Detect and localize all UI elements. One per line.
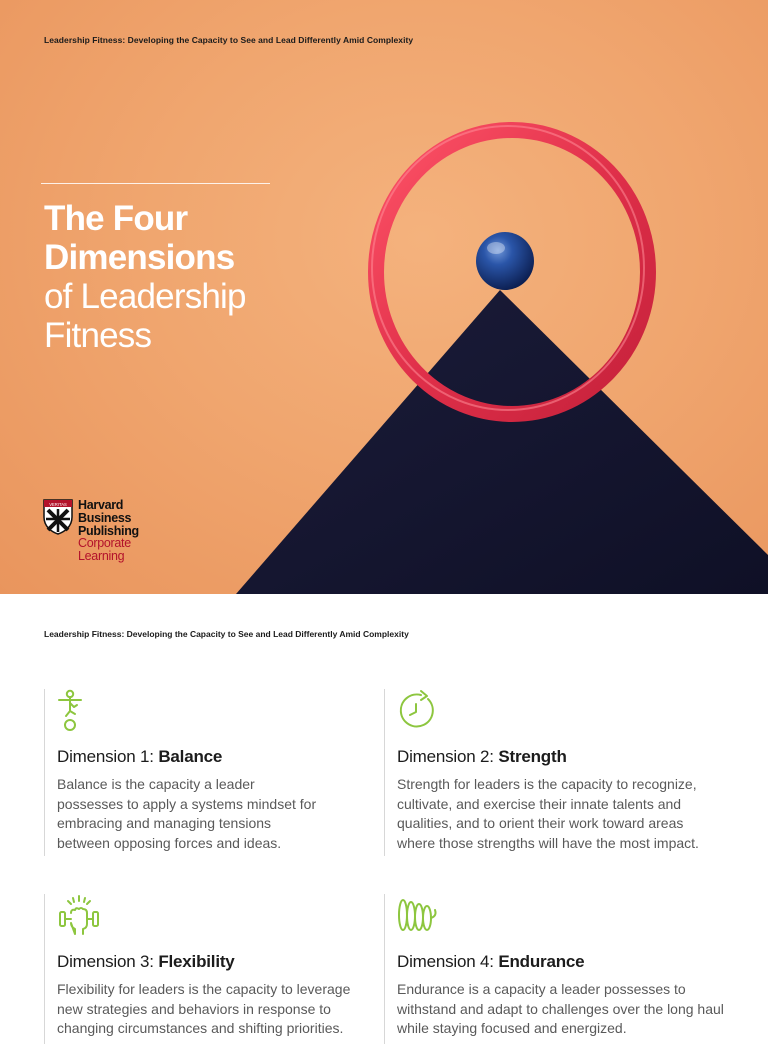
dimension-title: Dimension 3: Flexibility: [57, 952, 354, 972]
dimension-name: Endurance: [498, 952, 585, 971]
dimension-description: Strength for leaders is the capacity to …: [397, 776, 699, 851]
harvard-shield-icon: VERITAS: [43, 499, 73, 535]
logo-line-3: Publishing: [78, 523, 139, 538]
title-line-1: The Four: [44, 199, 188, 238]
ball-shape: [476, 232, 534, 290]
dimension-card-balance: Dimension 1: Balance Balance is the capa…: [44, 689, 324, 856]
dimension-description: Flexibility for leaders is the capacity …: [57, 981, 351, 1037]
clock-arrow-icon: [397, 689, 724, 735]
dimension-card-endurance: Dimension 4: Endurance Endurance is a ca…: [384, 894, 724, 1044]
pyramid-shape: [236, 290, 768, 594]
dimension-title: Dimension 1: Balance: [57, 747, 324, 767]
dimension-description: Balance is the capacity a leader possess…: [57, 776, 317, 851]
dimension-name: Flexibility: [158, 952, 235, 971]
title-divider: [41, 183, 270, 184]
cover-header: Leadership Fitness: Developing the Capac…: [44, 35, 414, 45]
shield-text: VERITAS: [49, 502, 67, 507]
page2-header: Leadership Fitness: Developing the Capac…: [44, 629, 409, 639]
dimension-name: Balance: [158, 747, 223, 766]
dimension-title: Dimension 4: Endurance: [397, 952, 724, 972]
dimension-card-strength: Dimension 2: Strength Strength for leade…: [384, 689, 724, 856]
logo-line-2: Business: [78, 510, 132, 525]
cover-illustration: [236, 122, 768, 594]
cover-page: Leadership Fitness: Developing the Capac…: [0, 0, 768, 594]
dimension-name: Strength: [498, 747, 567, 766]
dimension-title: Dimension 2: Strength: [397, 747, 724, 767]
dimension-prefix: Dimension 3:: [57, 952, 159, 971]
balance-figure-icon: [57, 689, 324, 735]
hbp-logo: VERITAS Harvard Business Publishing Corp…: [43, 499, 139, 563]
title-line-4: Fitness: [44, 316, 152, 355]
title-line-3: of Leadership: [44, 277, 247, 316]
title-line-2: Dimensions: [44, 238, 235, 277]
dimension-prefix: Dimension 4:: [397, 952, 499, 971]
page-title: The Four Dimensions of Leadership Fitnes…: [44, 199, 247, 355]
logo-line-5: Learning: [78, 549, 125, 564]
fist-dumbbell-icon: [57, 894, 354, 940]
logo-line-1: Harvard: [78, 498, 124, 512]
dimension-prefix: Dimension 2:: [397, 747, 499, 766]
dimension-card-flexibility: Dimension 3: Flexibility Flexibility for…: [44, 894, 354, 1044]
ring-shape: [368, 122, 656, 422]
speed-lines-icon: [397, 894, 724, 940]
dimension-description: Endurance is a capacity a leader possess…: [397, 981, 724, 1037]
logo-line-4: Corporate: [78, 536, 131, 551]
dimension-prefix: Dimension 1:: [57, 747, 159, 766]
logo-wordmark: Harvard Business Publishing Corporate Le…: [78, 499, 139, 563]
